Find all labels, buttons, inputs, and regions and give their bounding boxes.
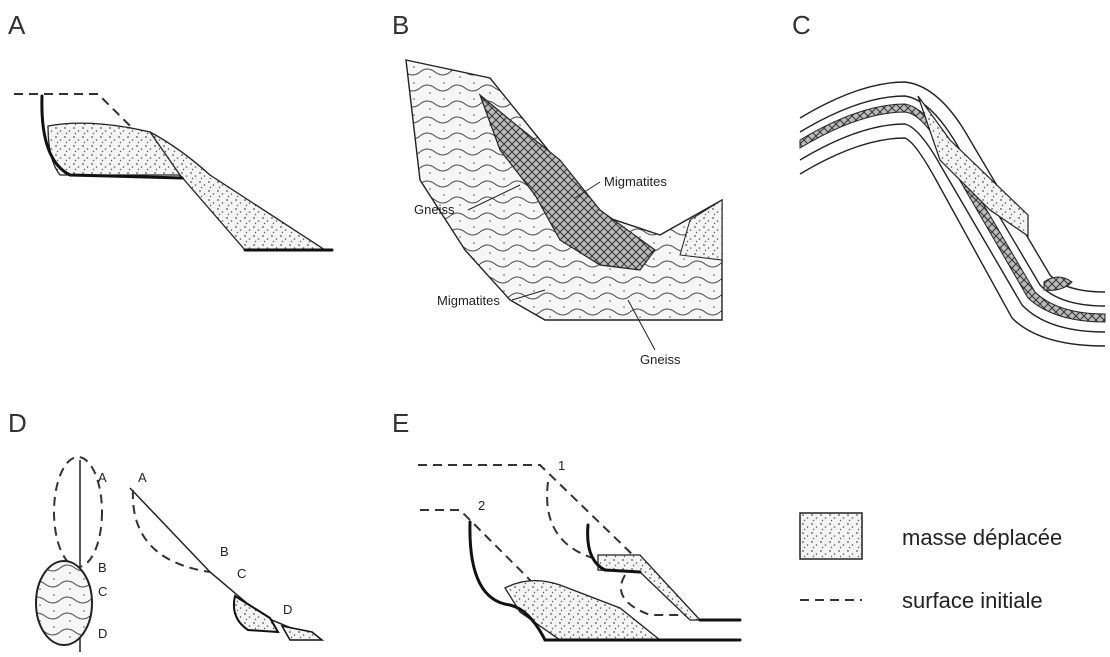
plan-label-c: C: [98, 584, 107, 599]
panel-c-letter: C: [792, 10, 811, 40]
panel-d-letter: D: [8, 408, 27, 438]
sliding-slab: [918, 96, 1028, 236]
strata-line-2: [800, 96, 1105, 306]
plan-label-d: D: [98, 626, 107, 641]
panel-a: A: [8, 10, 332, 250]
legend-displaced-mass-swatch: [800, 513, 862, 559]
label-gneiss-2: Gneiss: [640, 352, 681, 367]
panel-c: C: [792, 10, 1105, 346]
panel-b-letter: B: [392, 10, 409, 40]
profile-label-b: B: [220, 544, 229, 559]
profile-label-d: D: [283, 602, 292, 617]
stage-label-2: 2: [478, 498, 485, 513]
profile-slope: [130, 488, 320, 640]
panel-a-letter: A: [8, 10, 26, 40]
legend-initial-surface-label: surface initiale: [902, 588, 1043, 613]
profile-mass-2: [282, 626, 322, 640]
legend: masse déplacée surface initiale: [800, 513, 1062, 613]
panel-d: D A B C D A B C D: [8, 408, 322, 652]
plan-scar-outline: [54, 457, 102, 567]
displaced-mass-lower: [150, 132, 325, 250]
legend-displaced-mass-label: masse déplacée: [902, 525, 1062, 550]
displaced-mass-upper: [48, 123, 180, 175]
label-migmatites-1: Migmatites: [604, 174, 667, 189]
panel-e-letter: E: [392, 408, 409, 438]
displaced-mass-e2: [505, 581, 660, 640]
label-gneiss-1: Gneiss: [414, 202, 455, 217]
stage-label-1: 1: [558, 458, 565, 473]
panel-b: B Gneiss Migmatites Migmatites Gneiss: [392, 10, 722, 367]
plan-label-a: A: [98, 470, 107, 485]
plan-deposit: [36, 561, 92, 645]
debris-toe: [1044, 277, 1072, 290]
profile-label-c: C: [237, 566, 246, 581]
panel-e: E 1 2: [392, 408, 740, 640]
profile-mass-1: [234, 596, 278, 632]
plan-label-b: B: [98, 560, 107, 575]
label-migmatites-2: Migmatites: [437, 293, 500, 308]
profile-label-a: A: [138, 470, 147, 485]
scar-outline-1: [547, 482, 600, 560]
